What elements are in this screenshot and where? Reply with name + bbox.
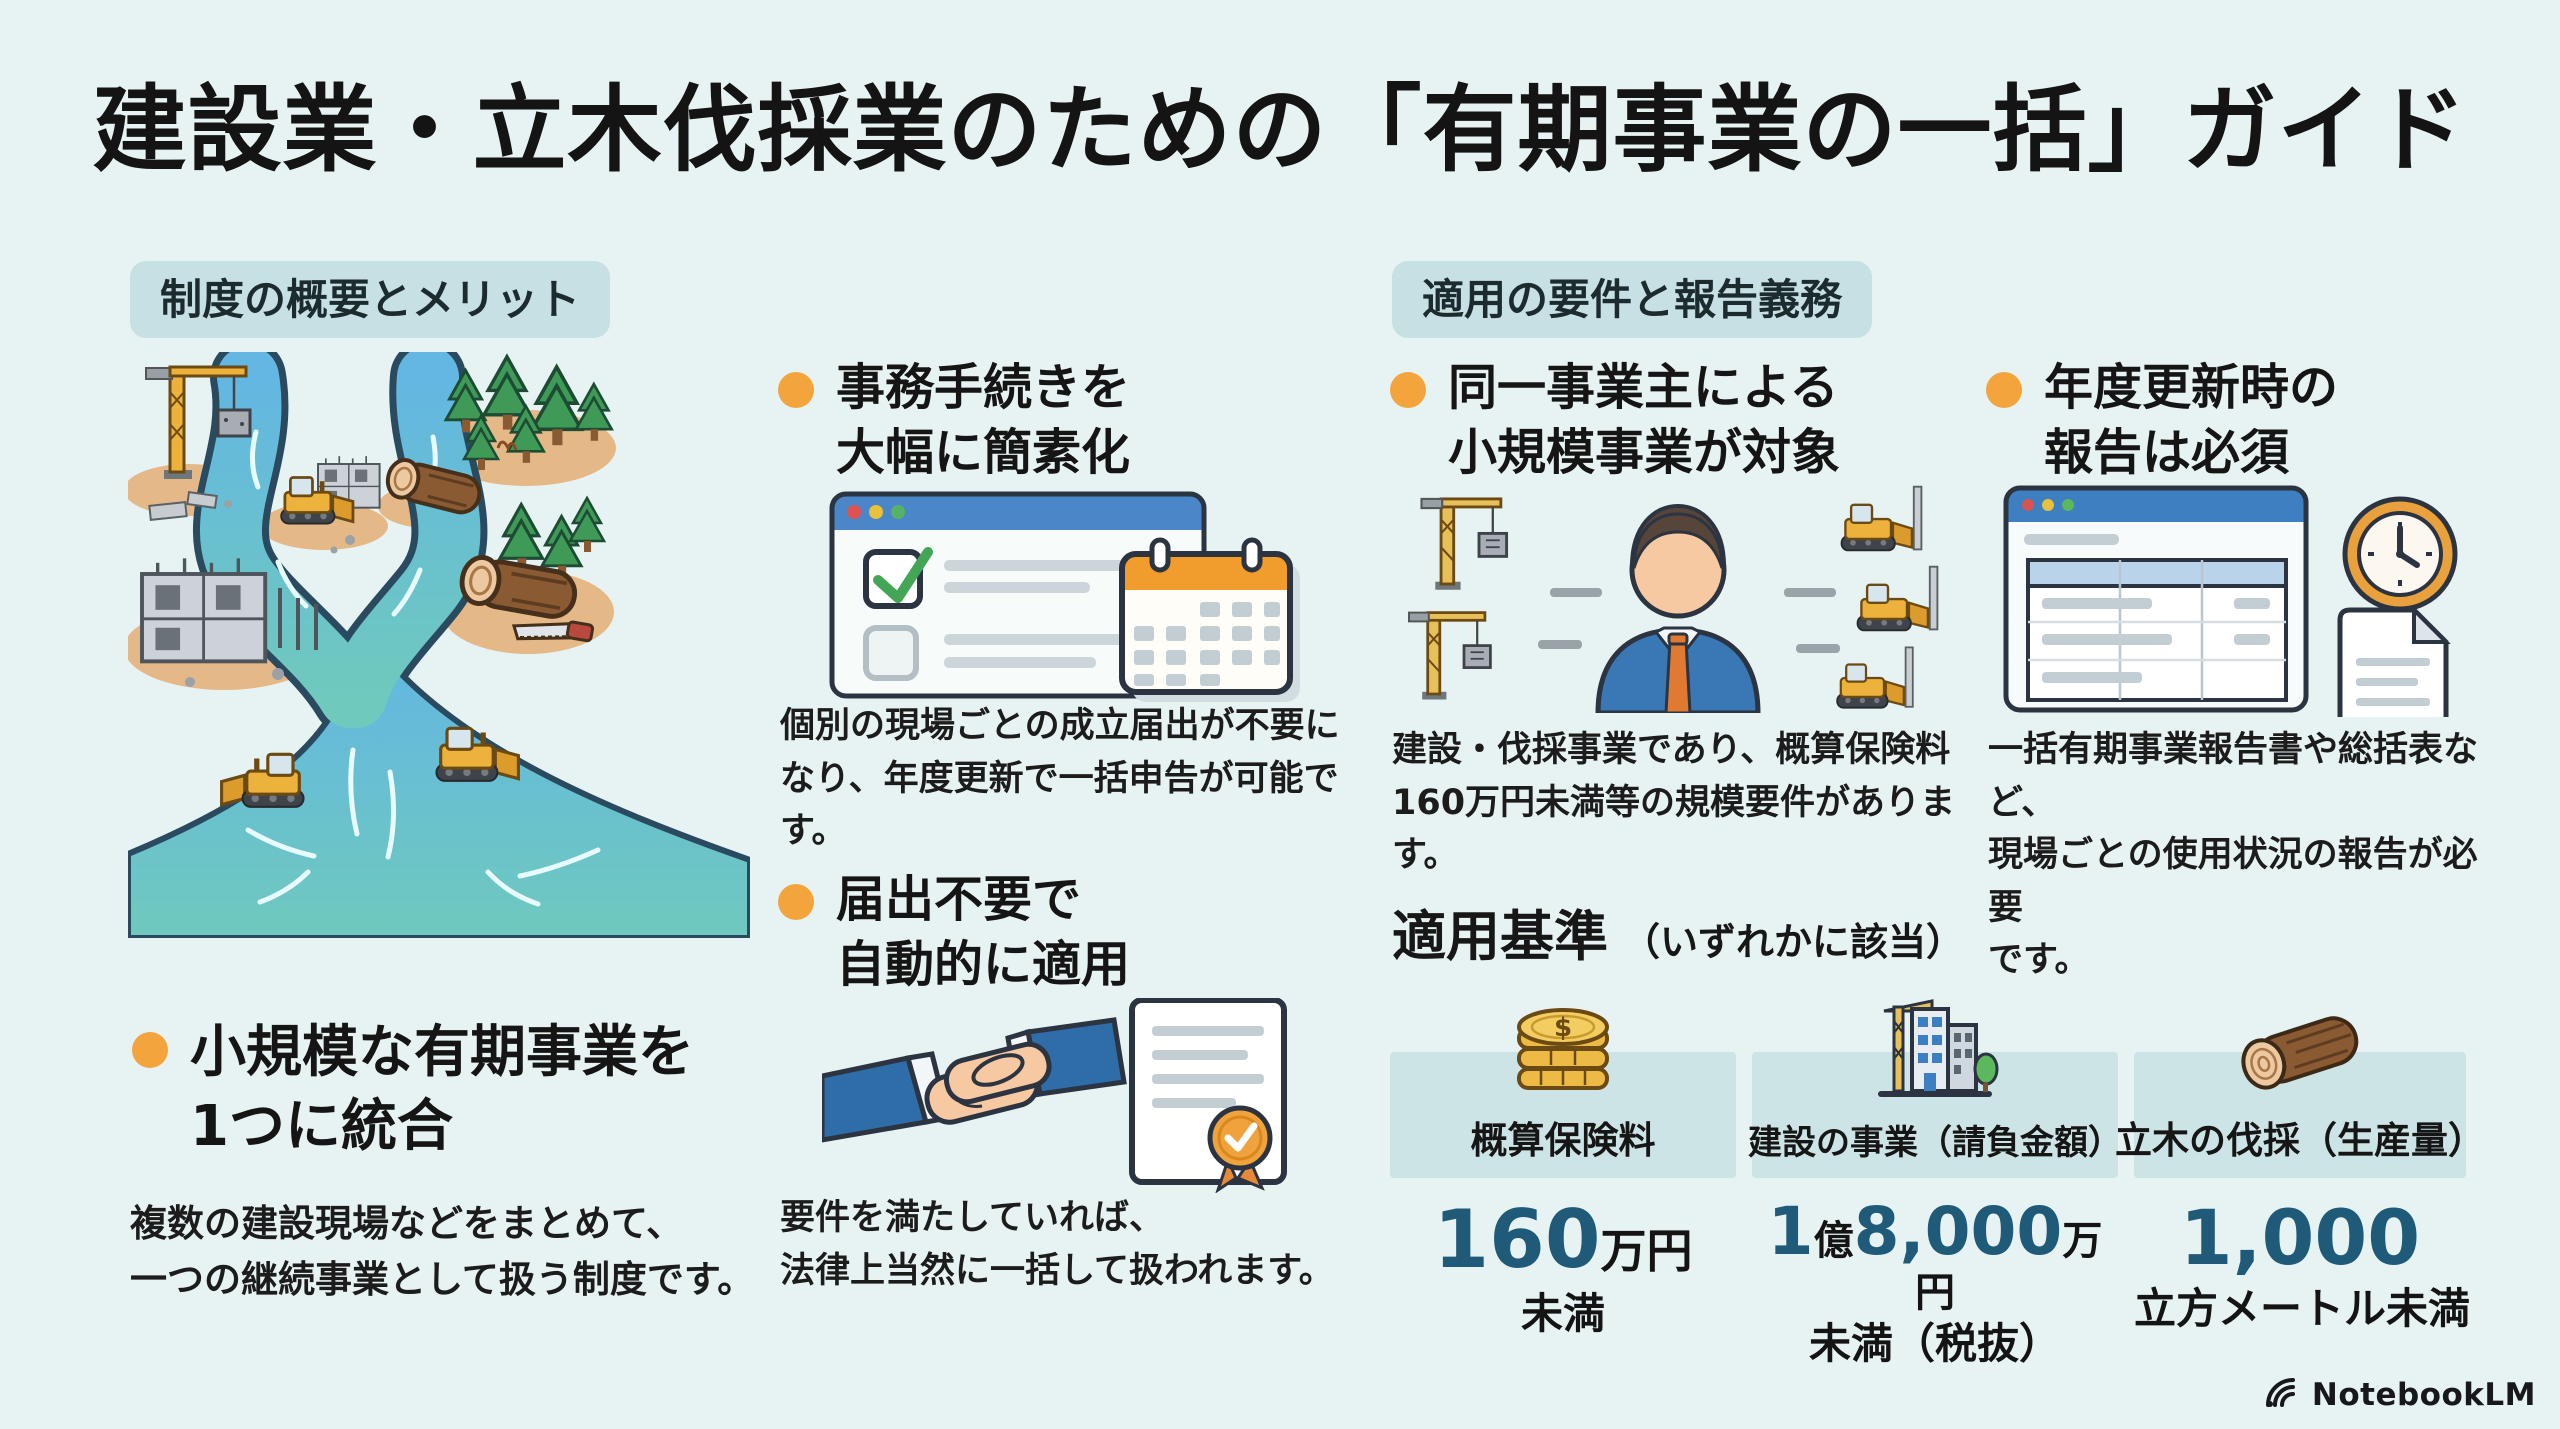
value-qualifier: 未満 [1520, 1289, 1605, 1338]
value-qualifier: 未満（税抜） [1808, 1318, 2061, 1368]
report-table-clock-illustration [1998, 482, 2478, 747]
criteria-value: 1億8,000万円 未満（税抜） [1752, 1194, 2118, 1368]
orange-dot-icon [1390, 372, 1426, 408]
svg-text:$: $ [1554, 1013, 1572, 1043]
value-number: 1 [1767, 1193, 1814, 1270]
overview-body: 複数の建設現場などをまとめて、 一つの継続事業として扱う制度です。 [130, 1202, 755, 1301]
checklist-calendar-illustration [826, 488, 1326, 707]
criteria-card-logging: 立木の伐採（生産量） 1,000 立方メートル未満 [2115, 988, 2485, 1334]
section-pill-requirements: 適用の要件と報告義務 [1392, 261, 1873, 338]
merit-1-body: 個別の現場ごとの成立届出が不要に なり、年度更新で一括申告が可能です。 [780, 706, 1340, 851]
point-merit-1: 事務手続きを 大幅に簡素化 [836, 359, 1131, 481]
notebooklm-logo: NotebookLM [2264, 1376, 2536, 1413]
point-requirement-2: 年度更新時の 報告は必須 [2044, 359, 2339, 481]
rivers-merging-illustration [124, 339, 753, 942]
merit-2-body: 要件を満たしていれば、 法律上当然に一括して扱われます。 [780, 1198, 1334, 1291]
criteria-title: 適用基準 [1392, 905, 1608, 968]
criteria-label: 建設の事業（請負金額） [1748, 1123, 2122, 1163]
point-requirement-1: 同一事業主による 小規模事業が対象 [1448, 359, 1841, 481]
orange-dot-icon [132, 1032, 168, 1068]
handshake-document-illustration [819, 997, 1322, 1197]
page-title: 建設業・立木伐採業のための「有期事業の一括」ガイド [92, 76, 2468, 185]
notebooklm-wave-icon [2264, 1376, 2302, 1413]
point-merit-2: 届出不要で 自動的に適用 [836, 871, 1131, 993]
criteria-label: 立木の伐採（生産量） [2115, 1119, 2485, 1162]
notebooklm-wordmark: NotebookLM [2311, 1376, 2536, 1413]
requirement-2-body: 一括有期事業報告書や総括表など、 現場ごとの使用状況の報告が必要 です。 [1988, 730, 2479, 980]
criteria-band: 建設の事業（請負金額） [1748, 1052, 2122, 1178]
point-overview: 小規模な有期事業を 1つに統合 [190, 1020, 694, 1159]
value-unit: 億 [1813, 1218, 1854, 1264]
criteria-card-construction: 建設の事業（請負金額） 1億8,000万円 未満（税抜） [1748, 988, 2122, 1368]
value-qualifier: 立方メートル未満 [2134, 1284, 2471, 1334]
coins-icon: $ [1501, 988, 1625, 1114]
criteria-value: 160万円 未満 [1390, 1194, 1736, 1338]
criteria-value: 1,000 立方メートル未満 [2134, 1193, 2471, 1334]
building-crane-icon [1870, 988, 2000, 1114]
section-pill-overview: 制度の概要とメリット [130, 261, 611, 338]
value-unit: 万円 [1915, 1218, 2103, 1316]
criteria-label: 概算保険料 [1470, 1119, 1656, 1162]
value-number: 8,000 [1853, 1193, 2063, 1270]
value-unit: 万円 [1600, 1224, 1693, 1278]
value-number: 160 [1433, 1193, 1601, 1286]
value-number: 1,000 [2179, 1193, 2421, 1282]
criteria-subtitle: （いずれかに該当） [1622, 920, 1965, 964]
requirement-1-body: 建設・伐採事業であり、概算保険料 160万円未満等の規模要件があります。 [1392, 730, 1956, 875]
criteria-card-insurance: $ 概算保険料 160万円 未満 [1390, 988, 1736, 1338]
orange-dot-icon [778, 884, 814, 920]
employer-machines-illustration [1398, 478, 1958, 717]
orange-dot-icon [778, 372, 814, 408]
orange-dot-icon [1986, 372, 2022, 408]
log-icon [2225, 988, 2375, 1114]
